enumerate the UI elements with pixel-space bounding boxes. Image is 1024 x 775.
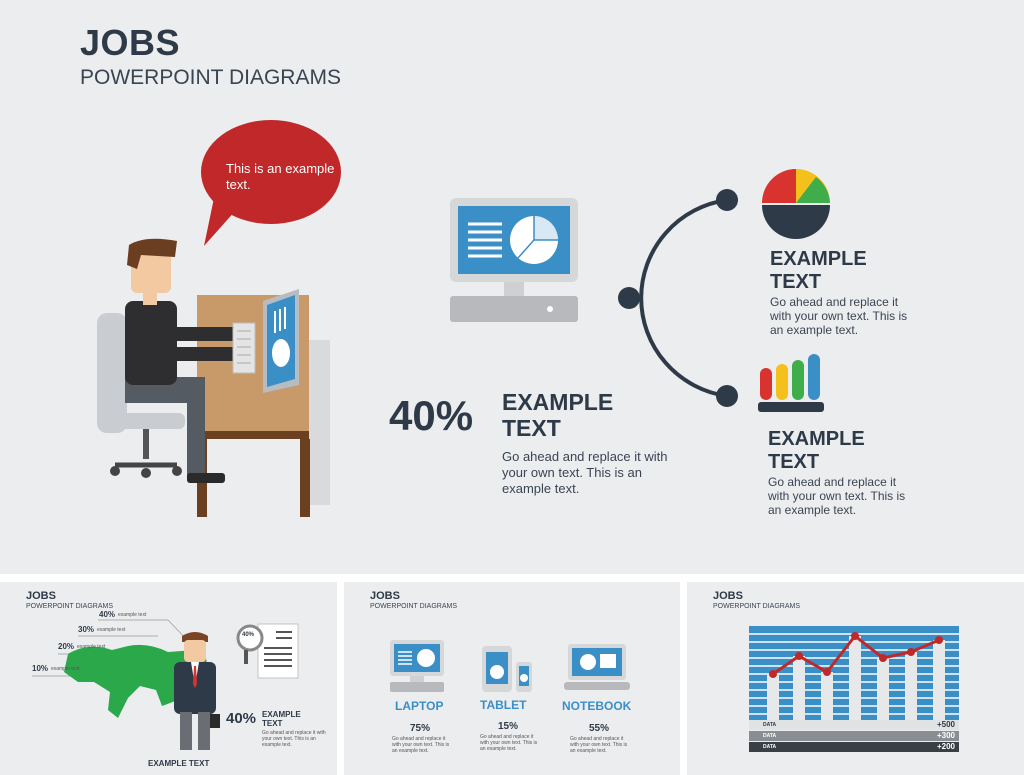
right-top-body: Go ahead and replace it with your own te… <box>770 295 908 337</box>
device-body-tablet: Go ahead and replace it with your own te… <box>480 734 538 752</box>
map-pct-30: 30% <box>78 625 95 634</box>
right-bottom-heading: EXAMPLE TEXT <box>768 428 865 473</box>
data-row-3-value: +200 <box>936 742 955 751</box>
center-body: Go ahead and replace it with your own te… <box>502 449 668 496</box>
data-row-3: DATA +200 <box>749 742 959 752</box>
page-title: JOBS <box>80 22 181 63</box>
thumb2-title: JOBS <box>370 590 400 602</box>
map-pct-40: 40% <box>99 610 116 619</box>
pie-chart-icon <box>762 169 830 239</box>
timeline-node-middle <box>618 287 640 309</box>
data-row-2: DATA +300 <box>749 731 959 741</box>
map-pct-20: 20% <box>58 642 75 651</box>
businessman-icon <box>174 632 220 750</box>
device-body-notebook: Go ahead and replace it with your own te… <box>570 736 628 754</box>
map-label-10: example text <box>51 666 80 672</box>
data-row-1-value: +500 <box>936 720 955 729</box>
thumb1-subtitle: POWERPOINT DIAGRAMS <box>26 603 113 610</box>
device-body-laptop: Go ahead and replace it with your own te… <box>392 736 450 754</box>
thumb1-title: JOBS <box>26 590 56 602</box>
thumb1-bottom-label: EXAMPLE TEXT <box>148 759 210 768</box>
device-label-tablet: TABLET <box>480 698 527 712</box>
data-row-1: DATA +500 <box>749 720 959 730</box>
map-pct-10: 10% <box>32 664 49 673</box>
map-label-30: example text <box>97 627 126 633</box>
device-pct-laptop: 75% <box>410 723 431 734</box>
map-label-20: example text <box>77 644 106 650</box>
big-percentage: 40% <box>389 392 474 439</box>
timeline-node-top <box>716 189 738 211</box>
thumb1-heading: EXAMPLE TEXT <box>262 710 301 728</box>
data-row-2-label: DATA <box>763 733 777 739</box>
device-pct-tablet: 15% <box>498 721 519 732</box>
timeline-arc <box>618 189 738 407</box>
data-row-1-label: DATA <box>763 722 777 728</box>
thumbnail-slide-map[interactable]: JOBS POWERPOINT DIAGRAMS 40% example tex… <box>0 582 337 775</box>
thumb1-big-pct: 40% <box>226 710 257 727</box>
data-row-2-value: +300 <box>936 731 955 740</box>
thumb1-body: Go ahead and replace it with your own te… <box>262 730 326 748</box>
thumbnail-slide-devices[interactable]: JOBS POWERPOINT DIAGRAMS LAPTOP TABLET N… <box>344 582 680 775</box>
notebook-icon <box>564 644 630 690</box>
world-map-icon <box>32 619 207 718</box>
device-pct-notebook: 55% <box>589 723 610 734</box>
main-slide: JOBS POWERPOINT DIAGRAMS This is an exam… <box>0 0 1024 574</box>
thumb2-subtitle: POWERPOINT DIAGRAMS <box>370 603 457 610</box>
right-top-heading: EXAMPLE TEXT <box>770 248 867 293</box>
thumb3-subtitle: POWERPOINT DIAGRAMS <box>713 603 800 610</box>
document-magnifier-icon <box>236 623 299 679</box>
desktop-monitor-icon <box>450 198 578 322</box>
timeline-node-bottom <box>716 385 738 407</box>
tablet-icon <box>482 646 532 692</box>
page-subtitle: POWERPOINT DIAGRAMS <box>80 66 341 89</box>
map-label-40: example text <box>118 612 147 618</box>
thumb3-title: JOBS <box>713 590 743 602</box>
center-heading: EXAMPLE TEXT <box>502 389 614 442</box>
data-row-3-label: DATA <box>763 744 777 750</box>
laptop-icon <box>390 640 444 692</box>
doc-pct: 40% <box>242 632 255 638</box>
thumbnail-slide-chart[interactable]: JOBS POWERPOINT DIAGRAMS DATA +500 DAT <box>687 582 1024 775</box>
device-label-notebook: NOTEBOOK <box>562 699 632 713</box>
bubble-text: This is an example text. <box>226 161 335 192</box>
speech-bubble <box>201 120 341 246</box>
line-bar-chart-graphic <box>749 626 959 720</box>
bar-chart-icon <box>758 354 824 412</box>
office-worker-illustration <box>97 238 330 517</box>
right-bottom-body: Go ahead and replace it with your own te… <box>768 475 906 517</box>
device-label-laptop: LAPTOP <box>395 699 444 713</box>
